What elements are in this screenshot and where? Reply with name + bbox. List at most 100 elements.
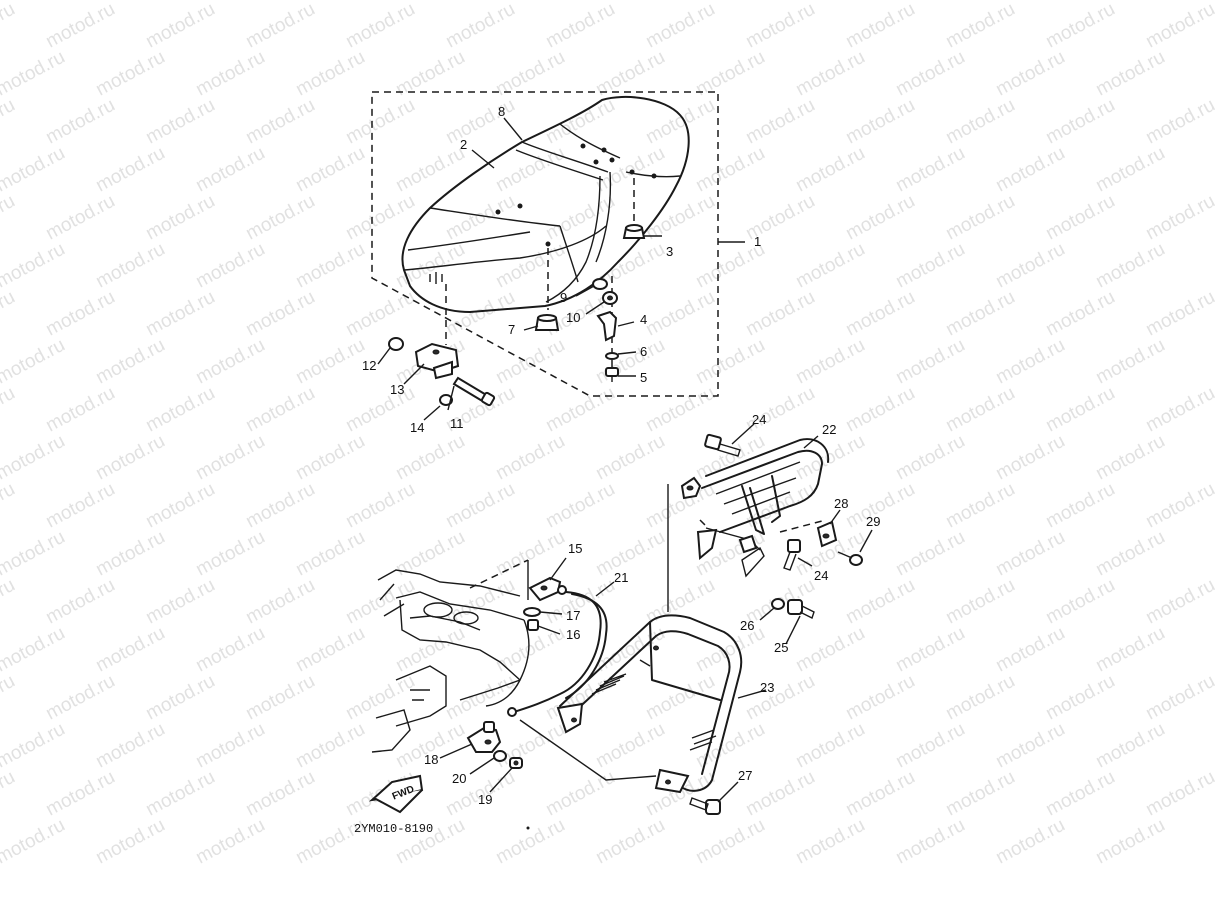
watermark-text: motod.ru <box>692 335 768 389</box>
washer-6 <box>605 352 619 360</box>
watermark-text: motod.ru <box>992 815 1068 869</box>
watermark-text: motod.ru <box>1142 95 1217 149</box>
watermark-text: motod.ru <box>892 239 968 293</box>
watermark-text: motod.ru <box>942 383 1018 437</box>
collar-9 <box>592 278 608 290</box>
callout-14: 14 <box>410 420 424 435</box>
collar-28-hidden-line <box>779 519 827 533</box>
callout-9: 9 <box>560 290 567 305</box>
watermark-text: motod.ru <box>792 335 868 389</box>
callout-10: 10 <box>566 310 580 325</box>
watermark-text: motod.ru <box>892 623 968 677</box>
callout-27: 27 <box>738 768 752 783</box>
watermark-text: motod.ru <box>392 431 468 485</box>
damper-3 <box>622 224 646 239</box>
watermark-text: motod.ru <box>592 815 668 869</box>
watermark-text: motod.ru <box>192 719 268 773</box>
watermark-text: motod.ru <box>92 47 168 101</box>
leader-lines <box>377 117 873 803</box>
watermark-text: motod.ru <box>0 479 19 533</box>
callout-4: 4 <box>640 312 647 327</box>
watermark-text: motod.ru <box>0 623 69 677</box>
watermark-text: motod.ru <box>192 239 268 293</box>
watermark-text: motod.ru <box>142 95 218 149</box>
watermark-text: motod.ru <box>0 287 19 341</box>
callout-13: 13 <box>390 382 404 397</box>
watermark-text: motod.ru <box>1142 575 1217 629</box>
watermark-text: motod.ru <box>92 719 168 773</box>
callout-23: 23 <box>760 680 774 695</box>
seat-hook-4 <box>596 310 618 342</box>
bolt-25 <box>787 599 815 619</box>
watermark-text: motod.ru <box>642 383 718 437</box>
watermark-text: motod.ru <box>892 431 968 485</box>
watermark-text: motod.ru <box>342 287 418 341</box>
watermark-text: motod.ru <box>542 767 618 821</box>
watermark-text: motod.ru <box>592 527 668 581</box>
washer-14 <box>439 394 453 406</box>
watermark-text: motod.ru <box>42 0 118 52</box>
collar-10-hole <box>607 295 613 301</box>
callout-24-lower: 24 <box>814 568 828 583</box>
watermark-text: motod.ru <box>0 719 69 773</box>
callout-5: 5 <box>640 370 647 385</box>
watermark-text: motod.ru <box>1142 287 1217 341</box>
watermark-text: motod.ru <box>342 191 418 245</box>
watermark-text: motod.ru <box>842 575 918 629</box>
watermark-text: motod.ru <box>992 239 1068 293</box>
watermark-text: motod.ru <box>42 767 118 821</box>
callout-20: 20 <box>452 771 466 786</box>
washer-17 <box>523 607 541 617</box>
watermark-text: motod.ru <box>492 815 568 869</box>
watermark-text: motod.ru <box>992 431 1068 485</box>
bolt-16 <box>527 619 539 631</box>
watermark-text: motod.ru <box>792 719 868 773</box>
watermark-text: motod.ru <box>992 623 1068 677</box>
watermark-text: motod.ru <box>1092 623 1168 677</box>
watermark-text: motod.ru <box>642 287 718 341</box>
watermark-text: motod.ru <box>1042 767 1118 821</box>
watermark-text: motod.ru <box>842 191 918 245</box>
carrier-hidden-line <box>699 519 709 529</box>
watermark-text: motod.ru <box>1092 527 1168 581</box>
watermark-text: motod.ru <box>0 0 19 52</box>
watermark-text: motod.ru <box>0 239 69 293</box>
watermark-text: motod.ru <box>142 0 218 52</box>
watermark-text: motod.ru <box>992 143 1068 197</box>
grab-bar-23 <box>556 614 743 794</box>
watermark-text: motod.ru <box>442 191 518 245</box>
watermark-text: motod.ru <box>942 479 1018 533</box>
watermark-text: motod.ru <box>892 143 968 197</box>
watermark-text: motod.ru <box>1142 191 1217 245</box>
watermark-text: motod.ru <box>1042 671 1118 725</box>
hinge-pin-11 <box>452 376 496 407</box>
watermark-text: motod.ru <box>0 95 19 149</box>
callout-25: 25 <box>774 640 788 655</box>
watermark-text: motod.ru <box>942 767 1018 821</box>
watermark-text: motod.ru <box>742 383 818 437</box>
seat-lock-bracket-15 <box>528 576 562 602</box>
bolt-5 <box>605 367 619 382</box>
watermark-text: motod.ru <box>342 383 418 437</box>
watermark-text: motod.ru <box>842 287 918 341</box>
watermark-text: motod.ru <box>292 527 368 581</box>
watermark-text: motod.ru <box>292 47 368 101</box>
watermark-text: motod.ru <box>492 335 568 389</box>
watermark-text: motod.ru <box>1042 95 1118 149</box>
watermark-text: motod.ru <box>542 191 618 245</box>
watermark-text: motod.ru <box>1142 0 1217 52</box>
collar-28 <box>816 520 838 548</box>
watermark-text: motod.ru <box>842 479 918 533</box>
callout-7: 7 <box>508 322 515 337</box>
watermark-text: motod.ru <box>892 719 968 773</box>
watermark-text: motod.ru <box>1092 143 1168 197</box>
watermark-text: motod.ru <box>242 575 318 629</box>
watermark-text: motod.ru <box>192 335 268 389</box>
watermark-text: motod.ru <box>742 0 818 52</box>
watermark-text: motod.ru <box>192 623 268 677</box>
watermark-text: motod.ru <box>0 431 69 485</box>
watermark-text: motod.ru <box>142 575 218 629</box>
